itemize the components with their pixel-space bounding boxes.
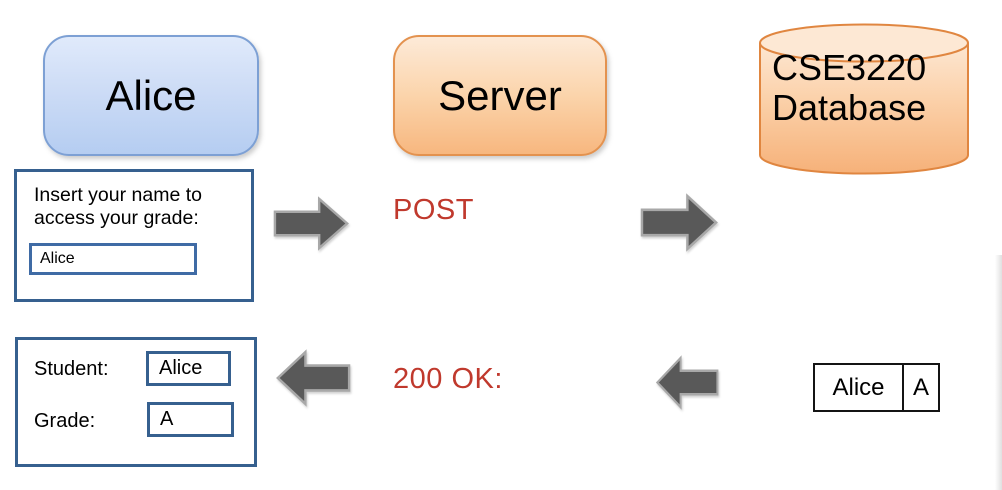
grade-label: Grade: [34,410,96,432]
database-to-server-arrow-icon [655,355,719,410]
post-message-label: POST [393,194,474,226]
server-actor-box: Server [393,35,607,156]
database-label: CSE3220 Database [772,47,927,128]
name-input-field: Alice [29,243,197,275]
client-actor-label: Alice [105,71,197,119]
student-value-field: Alice [146,351,231,386]
server-actor-label: Server [438,71,562,119]
database-cylinder-icon [759,23,969,175]
record-grade-cell: A [912,373,929,401]
client-to-server-arrow-icon [273,196,349,251]
request-prompt-text: Insert your name to access your grade: [34,184,202,230]
server-to-client-arrow-icon [276,349,351,407]
page-edge-shadow [995,255,1002,490]
student-label: Student: [34,358,109,380]
request-form-box: Insert your name to access your grade: A… [14,169,254,302]
response-form-box: Student: Alice Grade: A [15,337,257,467]
client-actor-box: Alice [43,35,259,156]
server-to-database-arrow-icon [640,193,718,252]
record-name-cell: Alice [815,365,904,410]
database-record-table: Alice A [813,363,940,412]
grade-value-field: A [147,402,234,437]
response-message-label: 200 OK: [393,363,503,395]
